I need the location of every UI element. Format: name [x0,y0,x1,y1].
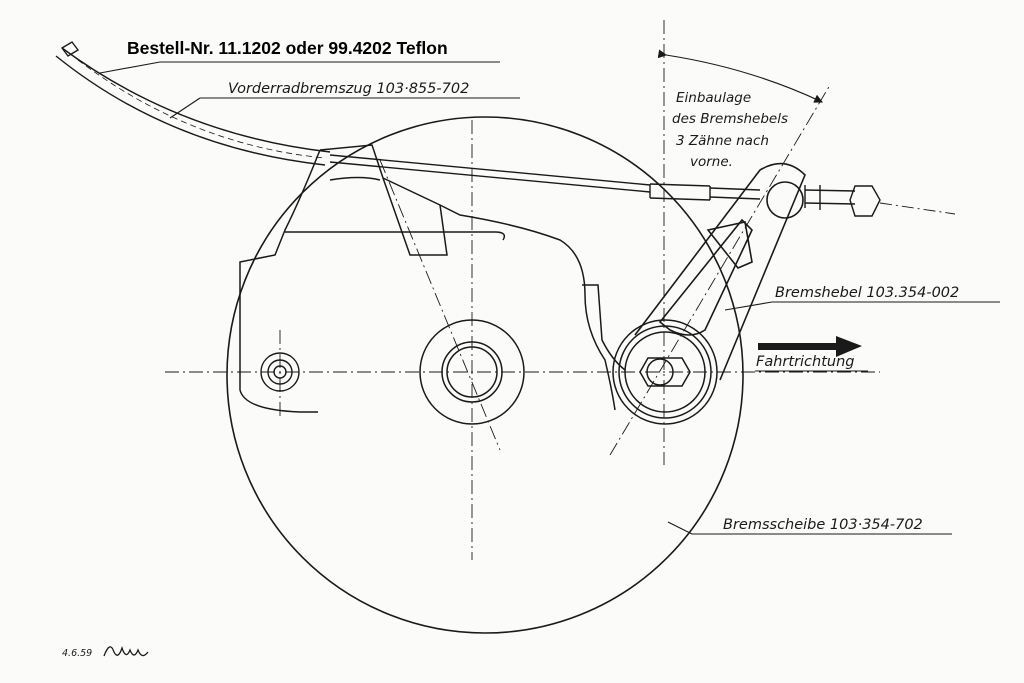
drawing-date: 4.6.59 [62,648,92,659]
brake-lever-label: Bremshebel 103.354-002 [775,285,959,301]
hub [419,319,525,425]
install-note-line-2: des Bremshebels [672,111,788,127]
signature [103,645,149,657]
cable-label: Vorderradbremszug 103·855-702 [228,81,469,97]
brake-anchor-plate [239,144,626,413]
brake-disc [226,116,744,634]
direction-label: Fahrtrichtung [756,354,854,370]
left-bolt [260,352,300,392]
order-number-title: Bestell-Nr. 11.1202 oder 99.4202 Teflon [127,38,448,58]
leader-lines [99,49,1000,535]
direction-arrow [758,336,862,357]
install-note-line-1: Einbaulage [676,90,751,106]
brake-cable [55,41,956,217]
center-lines [165,20,880,560]
brake-lever [634,162,806,381]
install-note-line-3: 3 Zähne nach [676,133,769,149]
brake-disc-label: Bremsscheibe 103·354-702 [723,517,923,533]
install-note-line-4: vorne. [690,154,733,170]
